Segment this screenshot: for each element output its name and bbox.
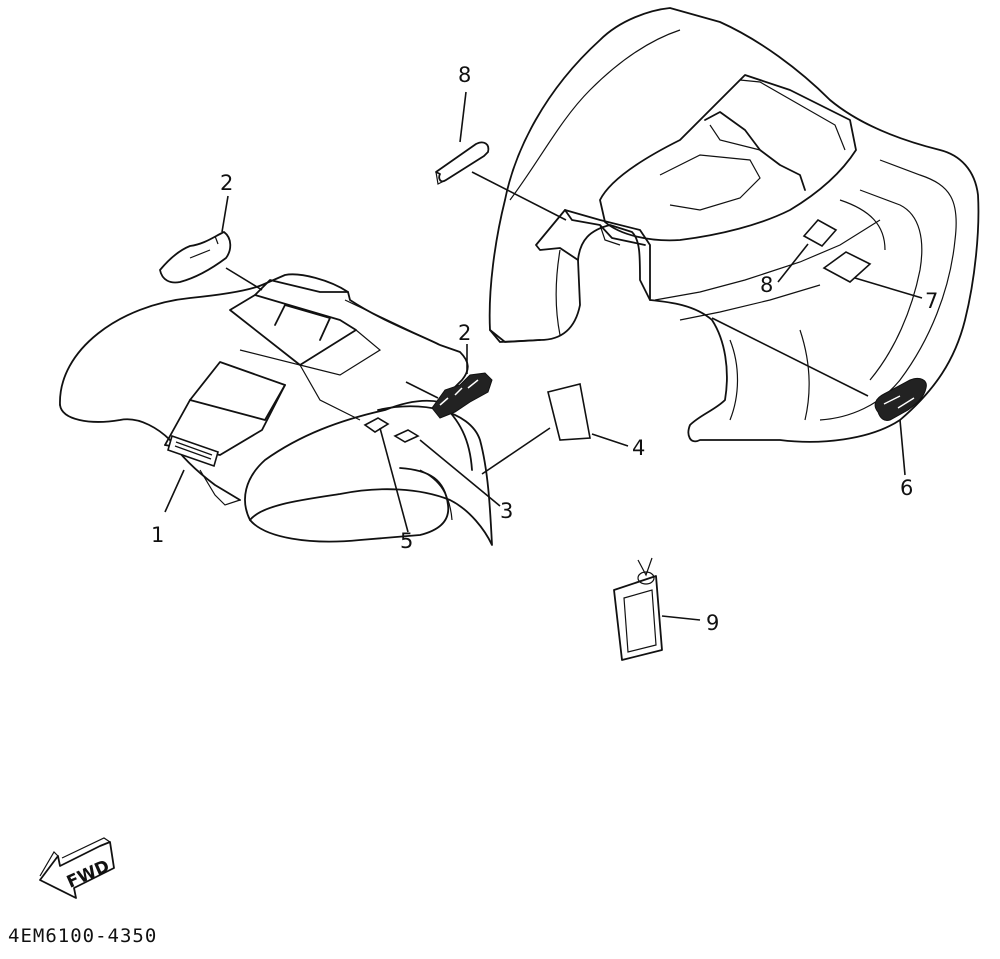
decal-3 [393, 429, 420, 443]
decal-4 [547, 383, 591, 441]
decal-5 [363, 417, 390, 433]
callout-2-top: 2 [220, 171, 233, 195]
callout-4: 4 [632, 436, 645, 460]
callout-1: 1 [151, 523, 164, 547]
callout-2-side: 2 [458, 321, 471, 345]
decal-1-yamaha [167, 434, 219, 468]
callout-9: 9 [706, 611, 719, 635]
callout-6: 6 [900, 476, 913, 500]
decal-8-top [435, 141, 490, 185]
front-fender [59, 273, 493, 546]
callout-3: 3 [500, 499, 513, 523]
tag-9 [613, 557, 663, 661]
rear-fender [488, 7, 980, 443]
decal-8-rear [802, 218, 838, 248]
drawing-code: 4EM6100-4350 [8, 925, 157, 947]
callout-5: 5 [400, 529, 413, 553]
leader-lines [164, 91, 923, 621]
fwd-label: FWD [64, 856, 113, 892]
decal-2-top [159, 231, 232, 284]
callout-8-top: 8 [458, 63, 471, 87]
decal-2-side [431, 372, 493, 419]
fwd-arrow: FWD [39, 837, 115, 899]
decal-7 [822, 251, 872, 283]
decal-6 [874, 377, 927, 421]
callout-8-rear: 8 [760, 273, 773, 297]
callout-7: 7 [925, 289, 938, 313]
